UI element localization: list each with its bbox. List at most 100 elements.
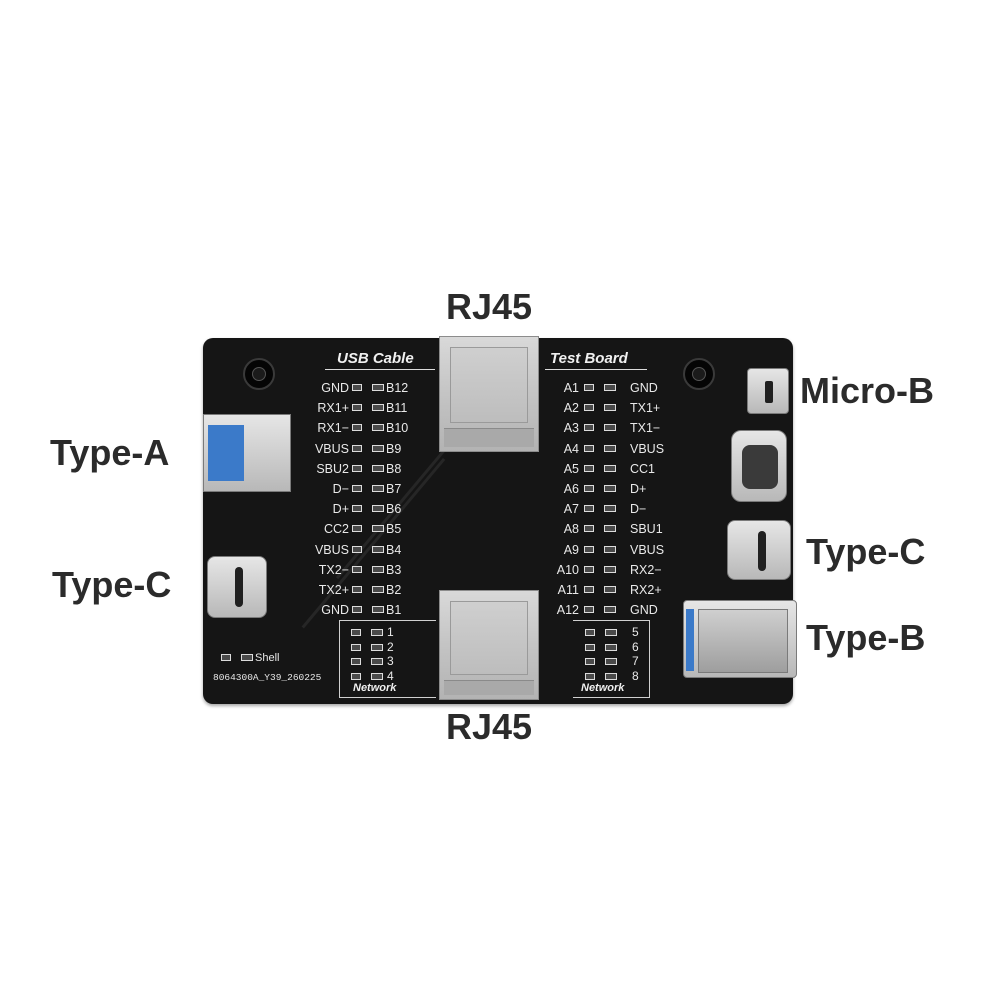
left-pin-led-b xyxy=(372,444,384,452)
network-led-a xyxy=(585,643,595,651)
right-pin-code: A6 xyxy=(563,482,579,496)
network-label-right: Network xyxy=(581,682,625,694)
network-pin-number: 2 xyxy=(387,639,394,654)
right-pin-led-a xyxy=(584,464,594,472)
label-rj45-top: RJ45 xyxy=(446,286,533,327)
network-led-a xyxy=(585,629,595,636)
network-led-a xyxy=(351,629,361,636)
left-pin-name: RX1− xyxy=(317,421,349,436)
label-rj45-bottom: RJ45 xyxy=(446,706,533,747)
type-c-right-slot xyxy=(758,531,766,571)
network-led-b xyxy=(605,658,617,665)
left-pin-name: CC2 xyxy=(323,522,349,537)
network-pin-number: 6 xyxy=(632,639,639,654)
usb-type-c-receptacle-vertical[interactable] xyxy=(731,430,787,502)
network-led-a xyxy=(351,658,361,665)
left-pin-name: RX1+ xyxy=(317,401,349,416)
left-pin-name: SBU2 xyxy=(316,461,349,476)
network-led-b xyxy=(371,643,383,651)
right-pin-name: CC1 xyxy=(630,461,656,476)
label-type-a: Type-A xyxy=(50,432,170,473)
type-b-opening xyxy=(698,609,788,673)
mounting-hole-right xyxy=(683,358,715,390)
shell-led-left xyxy=(221,654,231,661)
micro-b-slot xyxy=(765,381,773,403)
right-pin-led-b xyxy=(604,565,616,573)
network-pin-number: 8 xyxy=(632,668,639,683)
network-led-a xyxy=(585,658,595,665)
type-a-blue-insert xyxy=(208,425,244,481)
label-micro-b: Micro-B xyxy=(800,370,934,411)
network-led-a xyxy=(351,672,361,680)
left-pin-led-a xyxy=(352,606,362,614)
board-title-left: USB Cable xyxy=(337,350,414,367)
network-led-b xyxy=(605,672,617,680)
rj45-connector-top[interactable] xyxy=(439,336,539,452)
left-pin-led-a xyxy=(352,444,362,452)
left-pin-code: B11 xyxy=(386,401,408,416)
right-pin-name: D− xyxy=(630,502,647,517)
right-pin-name: GND xyxy=(630,603,658,618)
board-title-right: Test Board xyxy=(550,350,628,367)
right-pin-code: A2 xyxy=(563,401,579,416)
right-pin-name: TX1+ xyxy=(630,401,661,416)
right-pin-led-a xyxy=(584,586,594,593)
title-underline-right xyxy=(545,369,647,370)
network-pin-number: 5 xyxy=(632,625,639,639)
left-pin-code: B6 xyxy=(386,502,402,517)
test-board-pcb: USB Cable Test Board Network Network She… xyxy=(203,336,797,704)
left-pin-code: B1 xyxy=(386,603,402,618)
right-pin-led-a xyxy=(584,424,594,432)
part-number: 8064300A_Y39_260225 xyxy=(213,672,322,683)
usb-type-c-port-left[interactable] xyxy=(207,556,267,618)
mounting-hole-left xyxy=(243,358,275,390)
left-pin-code: B8 xyxy=(386,461,402,476)
right-pin-name: RX2− xyxy=(630,562,662,577)
usb-type-c-port-right[interactable] xyxy=(727,520,791,580)
right-pin-name: RX2+ xyxy=(630,583,662,597)
network-led-b xyxy=(371,672,383,680)
left-pin-led-a xyxy=(352,565,362,573)
left-pin-led-a xyxy=(352,485,362,492)
left-pin-led-b xyxy=(372,586,384,593)
right-pin-name: VBUS xyxy=(630,542,665,557)
right-pin-led-a xyxy=(584,525,594,533)
left-pin-code: B4 xyxy=(386,542,402,557)
right-pin-led-a xyxy=(584,545,594,553)
left-pin-code: B12 xyxy=(386,381,409,395)
right-pin-led-b xyxy=(604,606,616,614)
right-pin-code: A12 xyxy=(556,603,579,618)
left-pin-led-b xyxy=(372,545,384,553)
right-pin-led-b xyxy=(604,586,616,593)
network-pin-number: 3 xyxy=(387,654,394,668)
left-pin-led-b xyxy=(372,606,384,614)
right-pin-code: A1 xyxy=(563,381,579,395)
right-pin-led-a xyxy=(584,606,594,614)
network-pin-number: 4 xyxy=(387,668,394,683)
usb-type-b-port[interactable] xyxy=(683,600,797,678)
left-pin-led-b xyxy=(372,404,384,412)
right-pin-code: A11 xyxy=(557,583,579,597)
right-pin-code: A4 xyxy=(563,441,579,456)
shell-label: Shell xyxy=(255,652,280,664)
usb-type-a-port[interactable] xyxy=(203,414,291,492)
usb-micro-b-port[interactable] xyxy=(747,368,789,414)
network-pin-number: 1 xyxy=(387,625,394,639)
left-pin-name: GND xyxy=(321,381,349,395)
left-pin-led-a xyxy=(352,586,362,593)
rj45-connector-bottom[interactable] xyxy=(439,590,539,700)
label-type-c-right: Type-C xyxy=(806,531,926,572)
network-led-b xyxy=(371,658,383,665)
left-pin-led-a xyxy=(352,424,362,432)
network-box-right xyxy=(573,620,650,698)
left-pin-name: VBUS xyxy=(314,441,349,456)
rj45-bottom-shield xyxy=(450,601,528,675)
rj45-bottom-lip xyxy=(444,680,534,695)
right-pin-led-b xyxy=(604,545,616,553)
left-pin-led-a xyxy=(352,404,362,412)
network-led-a xyxy=(351,643,361,651)
right-pin-led-a xyxy=(584,404,594,412)
left-pin-led-b xyxy=(372,485,384,492)
left-pin-name: TX2− xyxy=(318,562,349,577)
network-led-b xyxy=(371,629,383,636)
